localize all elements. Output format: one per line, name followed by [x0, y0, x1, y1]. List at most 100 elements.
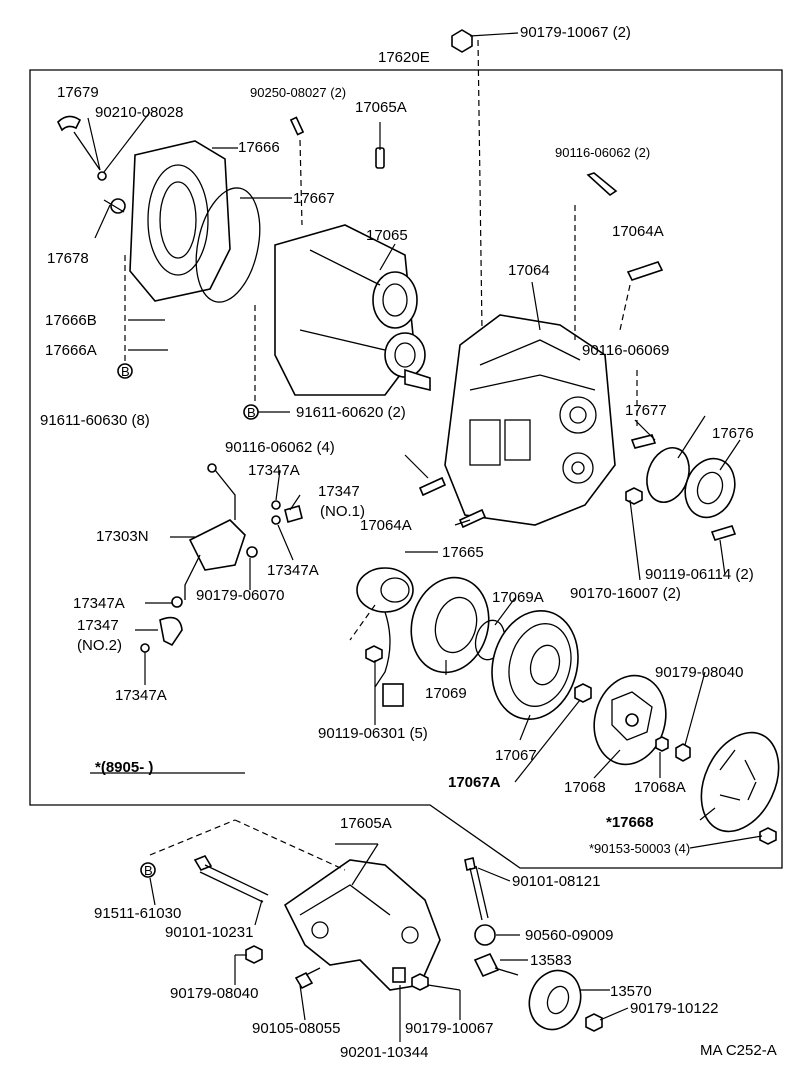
label-17666b: 17666B	[45, 312, 97, 329]
label-17347a-4: 17347A	[115, 687, 167, 704]
label-17347a-2: 17347A	[267, 562, 319, 579]
label-17666a: 17666A	[45, 342, 97, 359]
long-bolt-icon	[193, 855, 269, 903]
label-17678: 17678	[47, 250, 89, 267]
compressor-housing-icon	[444, 314, 616, 526]
label-90101-08121: 90101-08121	[512, 873, 600, 890]
pulley-icon	[491, 609, 579, 721]
thermo-switch-icon	[349, 567, 414, 707]
label-17065: 17065	[366, 227, 408, 244]
label-90179-08040-top: 90179-08040	[655, 664, 743, 681]
ref-b-label-3: B	[144, 863, 153, 878]
label-90201-10344: 90201-10344	[340, 1044, 428, 1061]
label-13570: 13570	[610, 983, 652, 1000]
clutch-cover-icon	[700, 731, 780, 833]
label-91511-61030: 91511-61030	[94, 905, 181, 922]
label-90153-50003: *90153-50003 (4)	[589, 841, 690, 856]
leader-lines	[87, 32, 763, 1042]
label-17676: 17676	[712, 425, 754, 442]
label-17347-no2-sub: (NO.2)	[77, 637, 122, 654]
label-90101-10231: 90101-10231	[165, 924, 253, 941]
stator-coil-icon	[410, 576, 490, 674]
ref-b-circle	[117, 363, 133, 379]
label-90179-10067: 90179-10067	[405, 1020, 493, 1037]
ref-b-label: B	[121, 364, 130, 379]
label-17620e: 17620E	[378, 49, 430, 66]
bolt-08055-icon	[294, 971, 314, 990]
label-17069: 17069	[425, 685, 467, 702]
cylinder-block-icon	[274, 224, 431, 396]
nut-10122-icon	[585, 1013, 603, 1032]
label-17067: 17067	[495, 747, 537, 764]
collar-icon	[474, 924, 496, 946]
label-90210-08028: 90210-08028	[95, 104, 183, 121]
label-17064a-top: 17064A	[612, 223, 664, 240]
washer-10344-icon	[392, 967, 406, 983]
label-17347a-3: 17347A	[73, 595, 125, 612]
assembly-frame	[29, 69, 783, 869]
nut-16007-icon	[625, 487, 643, 505]
label-90179-10067-2: 90179-10067 (2)	[520, 24, 631, 41]
stud-06069-icon	[630, 434, 657, 449]
label-17067a: 17067A	[448, 774, 501, 791]
label-90179-08040-bottom: 90179-08040	[170, 985, 258, 1002]
label-17064a-bottom: 17064A	[360, 517, 412, 534]
ref-b-circle-3	[140, 862, 156, 878]
label-90560-09009: 90560-09009	[525, 927, 613, 944]
label-90116-06062-2: 90116-06062 (2)	[555, 145, 650, 160]
shim-17067a-icon	[574, 683, 592, 703]
bolt-top-icon	[451, 29, 483, 331]
label-17347-no1-sub: (NO.1)	[320, 503, 365, 520]
bolt-06114-icon	[710, 525, 737, 541]
pin-17065a-icon	[375, 147, 385, 169]
stud-13583-icon	[473, 952, 500, 978]
label-90119-06114: 90119-06114 (2)	[645, 566, 754, 583]
idler-pulley-icon	[528, 969, 582, 1031]
rear-cover-icon	[103, 140, 231, 302]
label-91611-60630: 91611-60630 (8)	[40, 412, 150, 429]
service-cover-icon	[684, 457, 736, 519]
label-90105-08055: 90105-08055	[252, 1020, 340, 1037]
label-17667: 17667	[293, 190, 335, 207]
label-90116-06069: 90116-06069	[582, 342, 669, 359]
label-17605a: 17605A	[340, 815, 392, 832]
drawing-code: MA C252-A	[700, 1042, 777, 1059]
label-17666: 17666	[238, 139, 280, 156]
shim-17068a-icon	[655, 736, 669, 752]
label-17303n: 17303N	[96, 528, 149, 545]
nut-08040-icon	[675, 743, 691, 762]
label-90179-06070: 90179-06070	[196, 587, 284, 604]
stud-right-icon	[586, 172, 618, 197]
label-90116-06062-4: 90116-06062 (4)	[225, 439, 335, 456]
screw-50003-icon	[759, 827, 777, 845]
bolt-08121-icon	[464, 857, 476, 871]
label-17069a: 17069A	[492, 589, 544, 606]
label-17668: *17668	[606, 814, 654, 831]
label-91611-60620: 91611-60620 (2)	[296, 404, 406, 421]
label-17347-no1: 17347	[318, 483, 360, 500]
clutch-hub-icon	[593, 674, 667, 766]
nut-08040-bottom-icon	[245, 945, 263, 964]
label-17665: 17665	[442, 544, 484, 561]
valve-assembly-icon	[140, 463, 303, 653]
bolt-17064a-bottom-icon	[458, 508, 487, 529]
bolt-17064a-icon	[626, 261, 664, 281]
label-17347-no2: 17347	[77, 617, 119, 634]
label-17065a: 17065A	[355, 99, 407, 116]
o-ring-icon	[195, 187, 261, 303]
stud-handle-icon	[57, 115, 107, 181]
pin-icon	[289, 116, 305, 136]
label-13583: 13583	[530, 952, 572, 969]
nut-10067-icon	[411, 973, 429, 991]
label-17068a: 17068A	[634, 779, 686, 796]
label-90170-16007: 90170-16007 (2)	[570, 585, 681, 602]
label-90179-10122: 90179-10122	[630, 1000, 718, 1017]
label-17677: 17677	[625, 402, 667, 419]
label-90119-06301: 90119-06301 (5)	[318, 725, 428, 742]
bracket-icon	[283, 859, 441, 991]
label-17347a-1: 17347A	[248, 462, 300, 479]
ref-b-label-2: B	[247, 405, 256, 420]
label-17068: 17068	[564, 779, 606, 796]
label-17064: 17064	[508, 262, 550, 279]
